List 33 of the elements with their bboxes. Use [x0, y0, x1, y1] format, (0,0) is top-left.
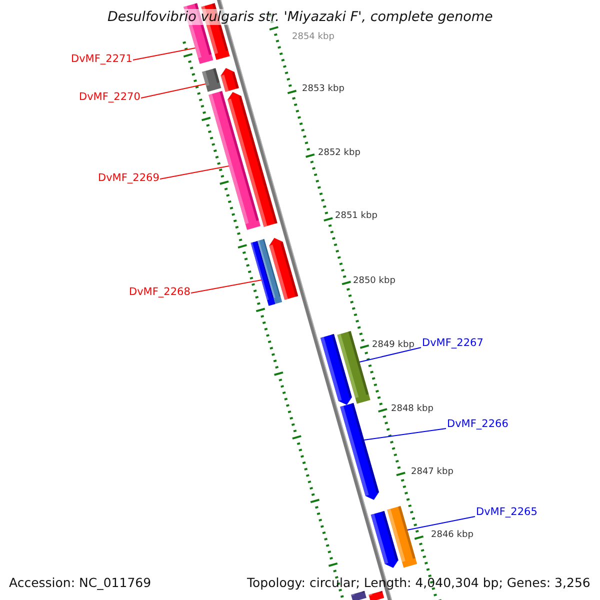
- gene-label: DvMF_2268: [129, 286, 190, 298]
- scale-label: 2849 kbp: [372, 340, 414, 350]
- gene-bar: [368, 590, 384, 600]
- scale-label: 2847 kbp: [411, 466, 454, 478]
- leader-line: [160, 166, 230, 180]
- directional-gene-bar: [370, 510, 398, 568]
- directional-gene-bar: [320, 334, 352, 405]
- gene-label: DvMF_2265: [476, 506, 538, 518]
- leader-line: [132, 48, 196, 60]
- leader-line: [190, 280, 262, 294]
- gene-bar: [351, 590, 366, 600]
- directional-gene-bar: [340, 402, 379, 500]
- directional-gene-bar: [220, 68, 239, 92]
- directional-gene-bar: [228, 92, 278, 227]
- gene-label: DvMF_2267: [422, 336, 484, 350]
- gene-label: DvMF_2270: [79, 90, 140, 104]
- leader-line: [406, 516, 476, 530]
- gene-bar: [202, 68, 222, 92]
- title: Desulfovibrio vulgaris str. 'Miyazaki F', complete genome: [108, 9, 493, 26]
- scale-label: 2851 kbp: [335, 210, 378, 222]
- scale-label: 2846 kbp: [431, 530, 474, 540]
- info-text: Accession: NC_011769: [9, 574, 152, 590]
- gene-label: DvMF_2266: [447, 418, 508, 430]
- scale-label: 2850 kbp: [353, 276, 396, 286]
- directional-gene-bar: [269, 238, 298, 300]
- scale-label: 2848 kbp: [391, 404, 434, 414]
- gene-label: DvMF_2269: [98, 172, 160, 184]
- leader-line: [364, 428, 446, 440]
- scale-label: 2852 kbp: [318, 148, 360, 158]
- scale-label: 2854 kbp: [292, 32, 334, 42]
- gene-label: DvMF_2271: [71, 52, 132, 66]
- scale-label: 2853 kbp: [302, 84, 344, 94]
- leader-line: [359, 347, 422, 362]
